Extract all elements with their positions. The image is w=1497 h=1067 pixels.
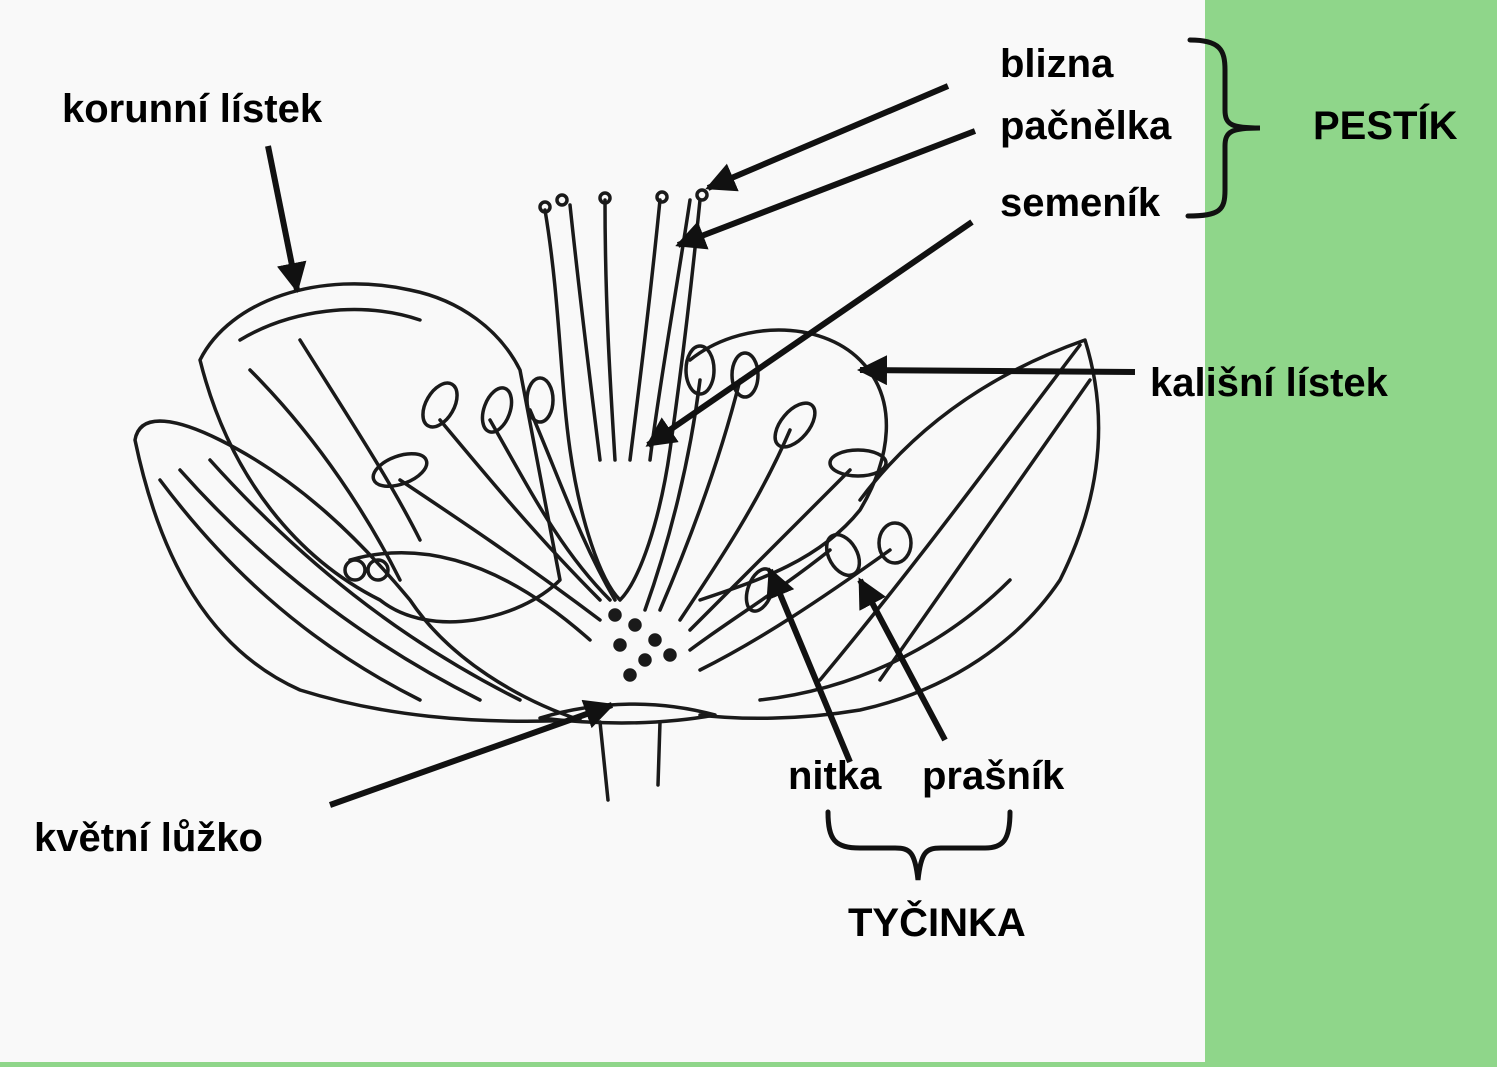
label-korunni-listek: korunní lístek xyxy=(62,89,322,129)
label-kvetni-luzko: květní lůžko xyxy=(34,818,263,858)
label-tycinka: TYČINKA xyxy=(848,903,1026,943)
label-nitka: nitka xyxy=(788,756,881,796)
label-pestik: PESTÍK xyxy=(1313,106,1457,146)
label-kalisni-listek: kališní lístek xyxy=(1150,363,1388,403)
label-blizna: blizna xyxy=(1000,44,1113,84)
label-pacnelka: pačnělka xyxy=(1000,106,1171,146)
arrow-kalisni-listek xyxy=(860,370,1135,372)
label-prasnik: prašník xyxy=(922,756,1064,796)
label-semenik: semeník xyxy=(1000,183,1160,223)
